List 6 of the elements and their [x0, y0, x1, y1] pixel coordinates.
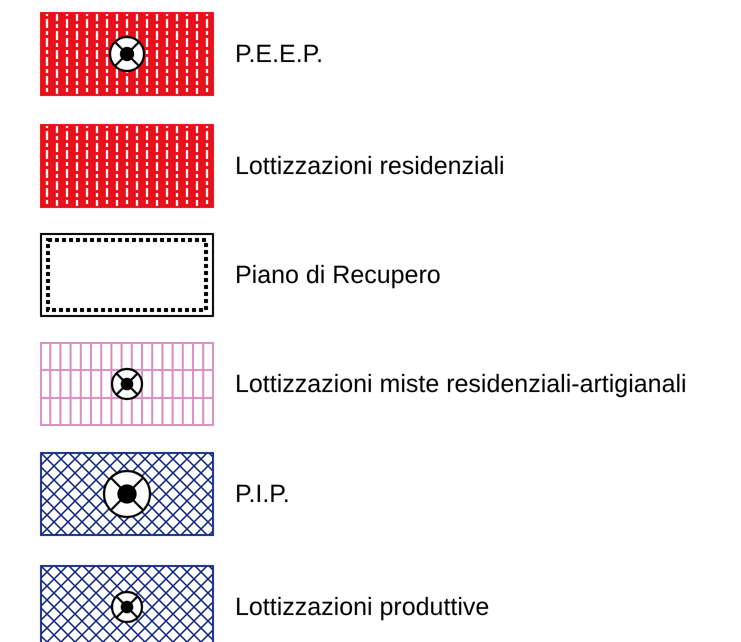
legend-label: Lottizzazioni produttive — [235, 592, 490, 622]
legend-label: Lottizzazioni miste residenziali-artigianali — [235, 369, 687, 399]
legend-label: Lottizzazioni residenziali — [235, 151, 505, 181]
legend-label: P.E.E.P. — [235, 39, 324, 69]
legend-label: Piano di Recupero — [235, 260, 441, 290]
legend-label: P.I.P. — [235, 479, 290, 509]
